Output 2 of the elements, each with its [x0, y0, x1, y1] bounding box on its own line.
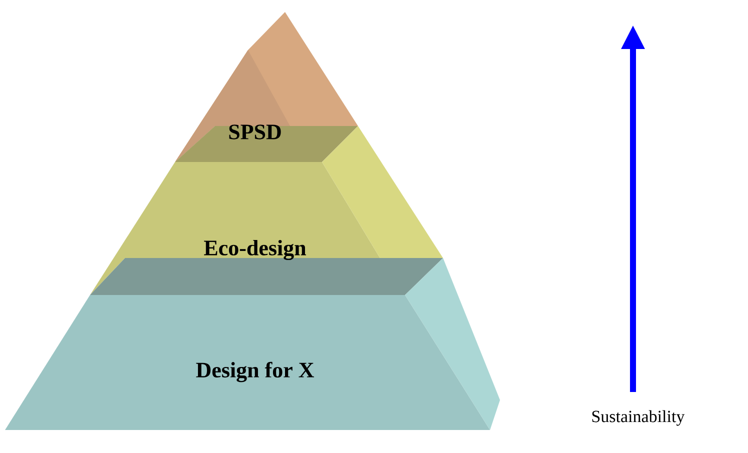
pyramid-layer: SPSD: [175, 12, 358, 162]
axis-label: Sustainability: [592, 410, 685, 426]
